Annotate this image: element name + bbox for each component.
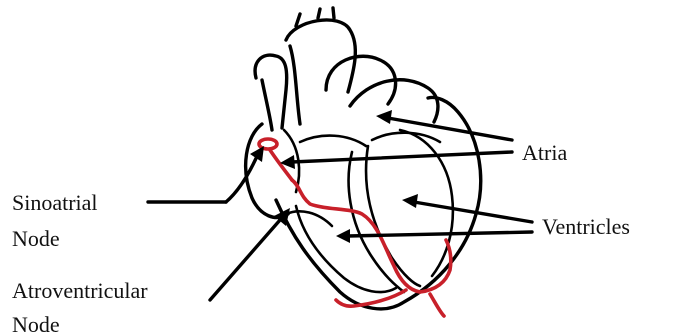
purkinje-fiber-1 — [430, 294, 444, 316]
label-sinoatrial-line2: Node — [12, 226, 60, 251]
label-atrioventricular-line2: Node — [12, 312, 60, 334]
atria-arrow-upper-head — [376, 110, 392, 124]
label-atria: Atria — [522, 140, 567, 165]
ventricles-arrow-upper-head — [402, 194, 418, 208]
label-ventricles: Ventricles — [542, 214, 630, 239]
atria-arrow-upper — [388, 118, 512, 140]
atrioventricular-arrow — [210, 220, 280, 300]
aorta-stub — [296, 8, 334, 26]
label-atrioventricular-line1: Atroventricular — [12, 278, 148, 303]
labels: Atria Ventricles Sinoatrial Node Atroven… — [12, 140, 630, 334]
aorta-inner — [290, 46, 300, 124]
ventricles-arrow-lower-head — [336, 229, 350, 243]
vena-cava-front — [262, 80, 272, 130]
sinoatrial-arrow-bend — [226, 154, 258, 202]
label-sinoatrial-line1: Sinoatrial — [12, 190, 98, 215]
right-ventricle-wall — [296, 206, 396, 292]
left-atrium-floor — [372, 133, 440, 142]
ventricles-arrow-lower — [348, 232, 532, 236]
tricuspid-flap — [286, 211, 332, 226]
atrioventricular-plane — [300, 136, 366, 146]
